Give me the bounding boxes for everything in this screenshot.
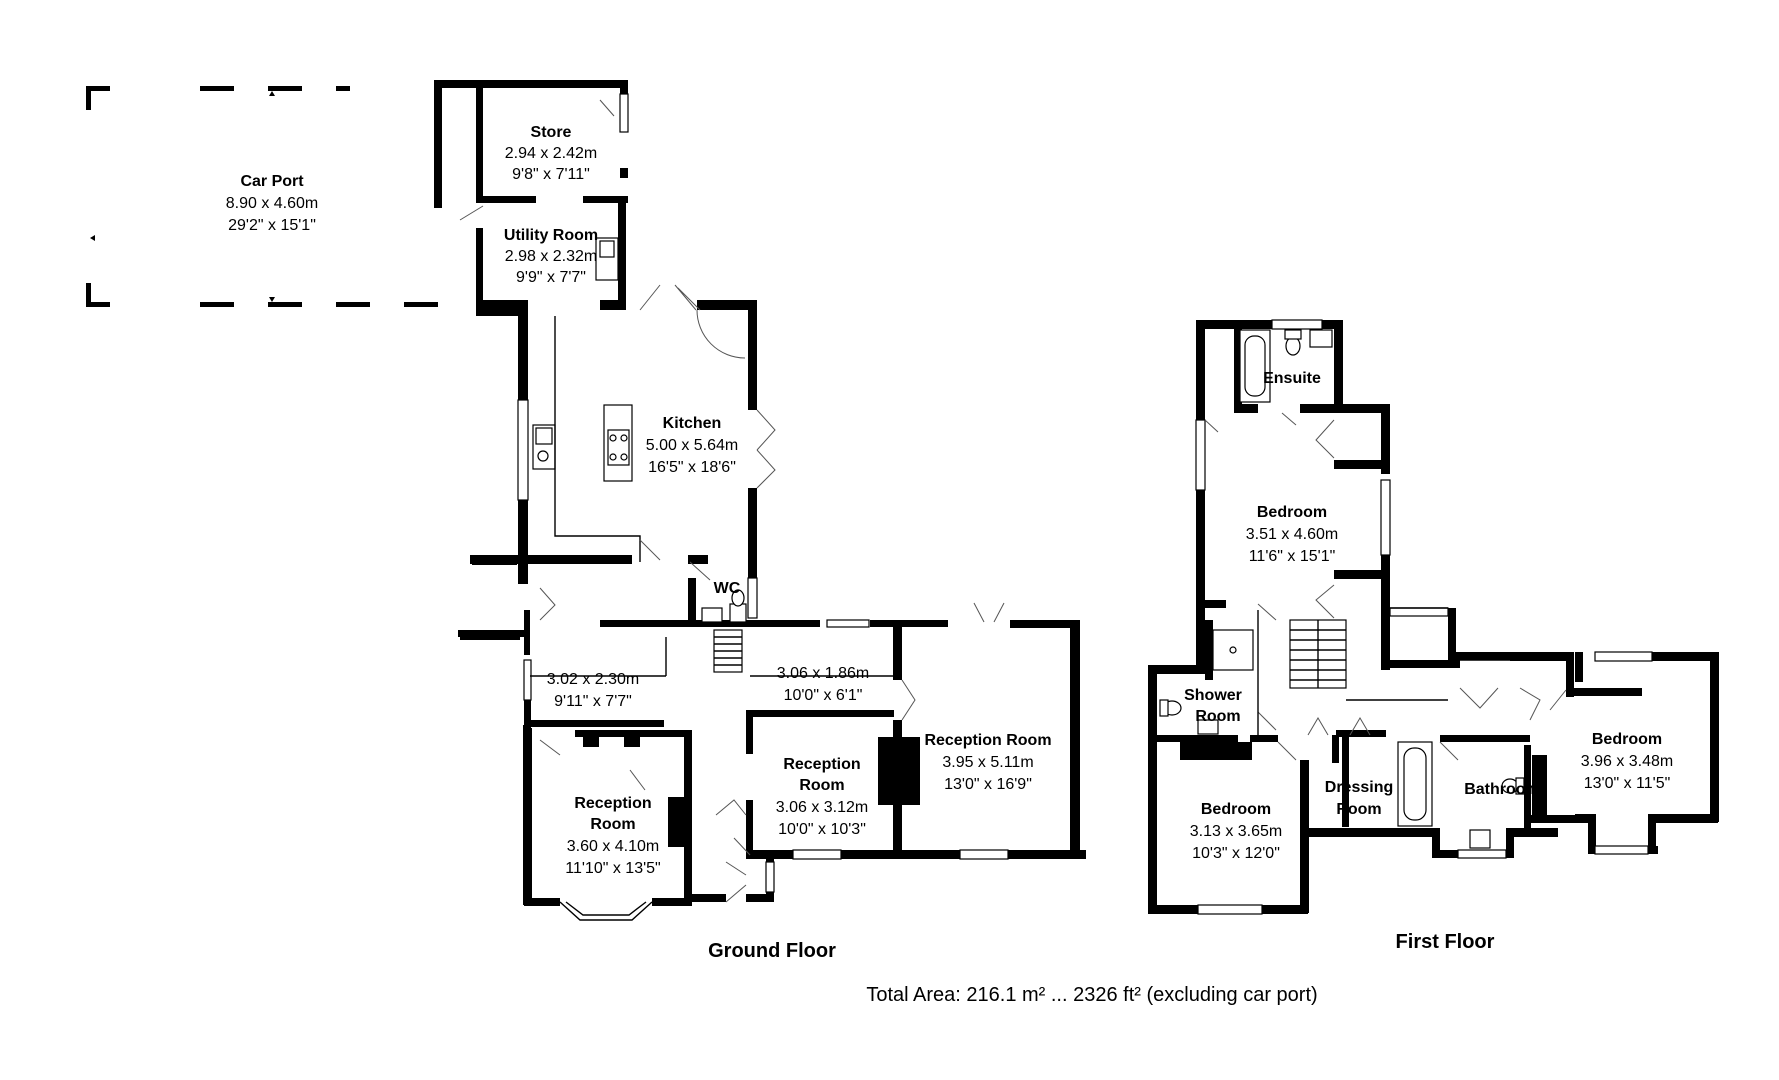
- bedroom-3-metric: 3.96 x 3.48m: [1581, 753, 1674, 770]
- reception-room-1-line1: Reception: [574, 795, 651, 812]
- first-floor-title: First Floor: [1396, 931, 1495, 953]
- reception-room-2-line2: Room: [799, 777, 844, 794]
- hall-metric: 3.02 x 2.30m: [547, 671, 640, 688]
- bedroom-2-name: Bedroom: [1201, 801, 1271, 818]
- bedroom-1-imperial: 11'6" x 15'1": [1249, 548, 1336, 565]
- ground-floor-labels: Car Port 8.90 x 4.60m 29'2" x 15'1" Stor…: [226, 124, 1052, 962]
- store-name: Store: [531, 124, 572, 141]
- kitchen-imperial: 16'5" x 18'6": [648, 459, 736, 476]
- utility-room-imperial: 9'9" x 7'7": [516, 269, 586, 286]
- utility-room-metric: 2.98 x 2.32m: [505, 248, 598, 265]
- reception-room-1-imperial: 11'10" x 13'5": [565, 860, 660, 877]
- ground-floor-fixtures: [459, 93, 1009, 903]
- reception-room-3-name: Reception Room: [924, 732, 1051, 749]
- shower-room-line1: Shower: [1184, 687, 1242, 704]
- kitchen-metric: 5.00 x 5.64m: [646, 437, 739, 454]
- bedroom-1-name: Bedroom: [1257, 504, 1327, 521]
- store-metric: 2.94 x 2.42m: [505, 145, 598, 162]
- room-small-metric: 3.06 x 1.86m: [777, 665, 870, 682]
- kitchen-name: Kitchen: [663, 415, 722, 432]
- reception-room-3-metric: 3.95 x 5.11m: [942, 754, 1033, 771]
- bedroom-1-metric: 3.51 x 4.60m: [1246, 526, 1339, 543]
- reception-room-2-imperial: 10'0" x 10'3": [778, 821, 866, 838]
- utility-room-name: Utility Room: [504, 227, 598, 244]
- car-port-imperial: 29'2" x 15'1": [228, 217, 316, 234]
- car-port-metric: 8.90 x 4.60m: [226, 195, 319, 212]
- dressing-room-line1: Dressing: [1325, 779, 1393, 796]
- reception-room-2-metric: 3.06 x 3.12m: [776, 799, 869, 816]
- car-port-outline: [86, 86, 440, 307]
- shower-room-line2: Room: [1195, 708, 1240, 725]
- reception-room-2-line1: Reception: [783, 756, 860, 773]
- ground-floor-walls: [434, 80, 1086, 921]
- bedroom-3-imperial: 13'0" x 11'5": [1584, 775, 1671, 792]
- car-port-name: Car Port: [240, 173, 304, 190]
- first-floor-labels: Ensuite Bedroom 3.51 x 4.60m 11'6" x 15'…: [1184, 370, 1673, 953]
- total-area: Total Area: 216.1 m² ... 2326 ft² (exclu…: [866, 984, 1317, 1006]
- reception-room-1-metric: 3.60 x 4.10m: [567, 838, 660, 855]
- bedroom-3-name: Bedroom: [1592, 731, 1662, 748]
- dressing-room-line2: Room: [1336, 801, 1381, 818]
- first-floor-fixtures: [1159, 319, 1653, 915]
- room-small-imperial: 10'0" x 6'1": [784, 687, 863, 704]
- reception-room-3-imperial: 13'0" x 16'9": [944, 776, 1032, 793]
- bedroom-2-metric: 3.13 x 3.65m: [1190, 823, 1283, 840]
- store-imperial: 9'8" x 7'11": [512, 166, 590, 183]
- reception-room-1-line2: Room: [590, 816, 635, 833]
- ground-floor-title: Ground Floor: [708, 940, 836, 962]
- bedroom-2-imperial: 10'3" x 12'0": [1192, 845, 1280, 862]
- bathroom-name: Bathroom: [1464, 781, 1540, 798]
- ensuite-name: Ensuite: [1263, 370, 1321, 387]
- first-floor-walls: [1148, 320, 1719, 914]
- wc-name: WC: [714, 580, 741, 597]
- hall-imperial: 9'11" x 7'7": [554, 693, 632, 710]
